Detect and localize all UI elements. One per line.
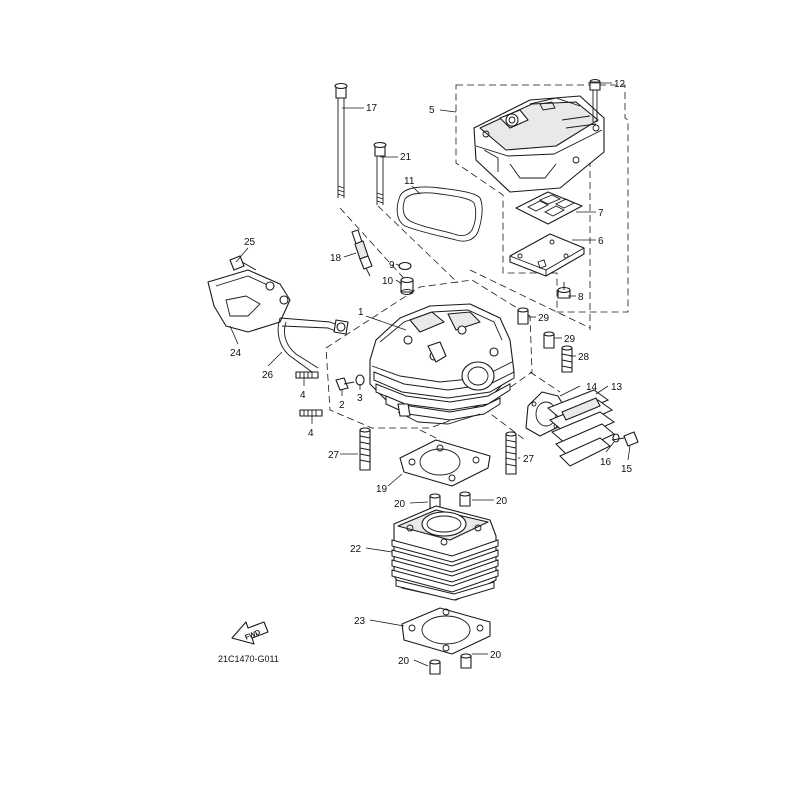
callout-18: 18: [330, 253, 342, 264]
callout-1: 1: [358, 307, 364, 318]
stud-bolt: [295, 371, 319, 379]
dowel-pin: [517, 307, 529, 325]
spark-plug: [351, 229, 373, 277]
stud-pin: [359, 427, 371, 471]
callout-17: 17: [366, 103, 378, 114]
long-head-bolt: [334, 82, 348, 198]
leader-lines: [229, 82, 631, 667]
cover-screw: [229, 255, 257, 271]
callout-11: 11: [404, 176, 415, 187]
callout-4-lower: 4: [308, 428, 314, 439]
cylinder-head: [369, 303, 515, 425]
small-bolt: [335, 377, 355, 391]
callout-20-upper-right: 20: [496, 496, 508, 507]
callout-13: 13: [611, 382, 623, 393]
fin-bolt: [611, 431, 639, 447]
short-head-bolt: [373, 141, 387, 205]
callout-5: 5: [429, 105, 435, 116]
cover-plate: [509, 233, 585, 277]
oil-pipe: [277, 317, 349, 373]
callout-27-right: 27: [523, 454, 535, 465]
callout-26: 26: [262, 370, 274, 381]
washer: [612, 433, 620, 443]
side-cover: [207, 269, 291, 333]
o-ring: [398, 261, 412, 271]
cover-gasket: [396, 186, 483, 242]
callout-14: 14: [586, 382, 598, 393]
callout-20-lower-right: 20: [490, 650, 502, 661]
callout-7: 7: [598, 208, 604, 219]
callout-6: 6: [598, 236, 604, 247]
breather-plate: [515, 191, 583, 225]
callout-28: 28: [578, 352, 590, 363]
collar: [400, 276, 414, 295]
callout-23: 23: [354, 616, 366, 627]
callout-29a: 29: [538, 313, 550, 324]
callout-19: 19: [376, 484, 388, 495]
callout-numbers: 17 21 11 12 5 7 6 8 9 10 18 1 29 29 28 1…: [230, 79, 633, 667]
head-gasket: [399, 439, 491, 487]
cylinder-block: [391, 505, 499, 601]
callout-21: 21: [400, 152, 412, 163]
callout-22: 22: [350, 544, 362, 555]
dowel-pin: [459, 491, 471, 507]
stud-bolt: [299, 409, 323, 417]
cylinder-head-cover: [473, 95, 605, 193]
washer: [355, 374, 365, 386]
dowel-pin: [460, 653, 472, 669]
callout-15: 15: [621, 464, 633, 475]
callout-4-upper: 4: [300, 390, 306, 401]
callout-8: 8: [578, 292, 584, 303]
callout-16: 16: [600, 457, 612, 468]
callout-3: 3: [357, 393, 363, 404]
callout-27-left: 27: [328, 450, 340, 461]
callout-20-upper-left: 20: [394, 499, 406, 510]
dowel-pin: [429, 493, 441, 509]
callout-2: 2: [339, 400, 345, 411]
callout-12: 12: [614, 79, 626, 90]
forward-arrow-icon: FWD: [231, 621, 269, 645]
base-gasket: [401, 607, 491, 655]
stud-pin: [505, 431, 517, 475]
dowel-stud: [561, 345, 573, 373]
dowel-pin: [429, 659, 441, 675]
fin-cover: [547, 389, 615, 467]
callout-20-lower-left: 20: [398, 656, 410, 667]
callout-25: 25: [244, 237, 256, 248]
callout-29b: 29: [564, 334, 576, 345]
callout-10: 10: [382, 276, 394, 287]
callout-24: 24: [230, 348, 242, 359]
dowel-pin: [543, 331, 555, 349]
plate-bolt: [557, 282, 571, 299]
drawing-code: 21C1470-G011: [218, 654, 279, 664]
callout-9: 9: [389, 260, 395, 271]
